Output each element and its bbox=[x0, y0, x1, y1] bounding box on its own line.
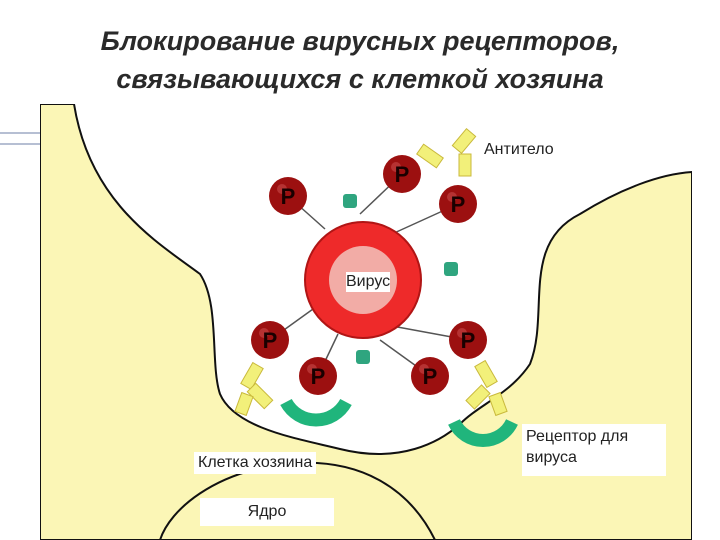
protein-highlight bbox=[277, 184, 287, 194]
spike-bottom bbox=[356, 350, 370, 364]
protein-highlight bbox=[391, 162, 401, 172]
antibody-right bbox=[465, 359, 508, 417]
antibody-top bbox=[416, 128, 477, 177]
protein-highlight bbox=[447, 192, 457, 202]
virus-label: Вирус bbox=[346, 272, 391, 292]
protein-p-2: P bbox=[383, 155, 421, 193]
spike-right bbox=[444, 262, 458, 276]
protein-letter: P bbox=[395, 162, 410, 187]
title-line-1: Блокирование вирусных рецепторов, bbox=[100, 26, 620, 56]
protein-letter: P bbox=[451, 192, 466, 217]
protein-p-7: P bbox=[411, 357, 449, 395]
protein-p-6: P bbox=[449, 321, 487, 359]
protein-letter: P bbox=[311, 364, 326, 389]
receptor-label-line-1: Рецептор для bbox=[526, 428, 629, 445]
antibody-label: Антитело bbox=[484, 140, 554, 160]
decorative-line-top bbox=[0, 132, 42, 134]
decorative-line-bottom bbox=[0, 143, 42, 145]
protein-letter: P bbox=[281, 184, 296, 209]
protein-letter: P bbox=[423, 364, 438, 389]
protein-highlight bbox=[259, 328, 269, 338]
title-line-2: связывающихся с клеткой хозяина bbox=[116, 64, 604, 94]
host-receptors bbox=[280, 398, 518, 447]
protein-p-5: P bbox=[299, 357, 337, 395]
protein-p-1: P bbox=[269, 177, 307, 215]
receptor-label: Рецептор для вируса bbox=[522, 424, 666, 476]
host-cell-label: Клетка хозяина bbox=[194, 452, 317, 474]
antibody-left bbox=[234, 361, 274, 417]
protein-p-3: P bbox=[439, 185, 477, 223]
antibodies bbox=[234, 128, 508, 417]
protein-letter: P bbox=[461, 328, 476, 353]
slide-title: Блокирование вирусных рецепторов, связыв… bbox=[0, 22, 720, 98]
virus-spikes bbox=[343, 194, 458, 364]
protein-highlight bbox=[307, 364, 317, 374]
host-receptor-left bbox=[280, 398, 352, 427]
nucleus-label: Ядро bbox=[200, 498, 334, 526]
protein-p-4: P bbox=[251, 321, 289, 359]
spike-top bbox=[343, 194, 357, 208]
protein-highlight bbox=[419, 364, 429, 374]
host-receptor-right bbox=[448, 418, 518, 447]
receptor-label-line-2: вируса bbox=[526, 449, 577, 466]
protein-highlight bbox=[457, 328, 467, 338]
protein-letter: P bbox=[263, 328, 278, 353]
